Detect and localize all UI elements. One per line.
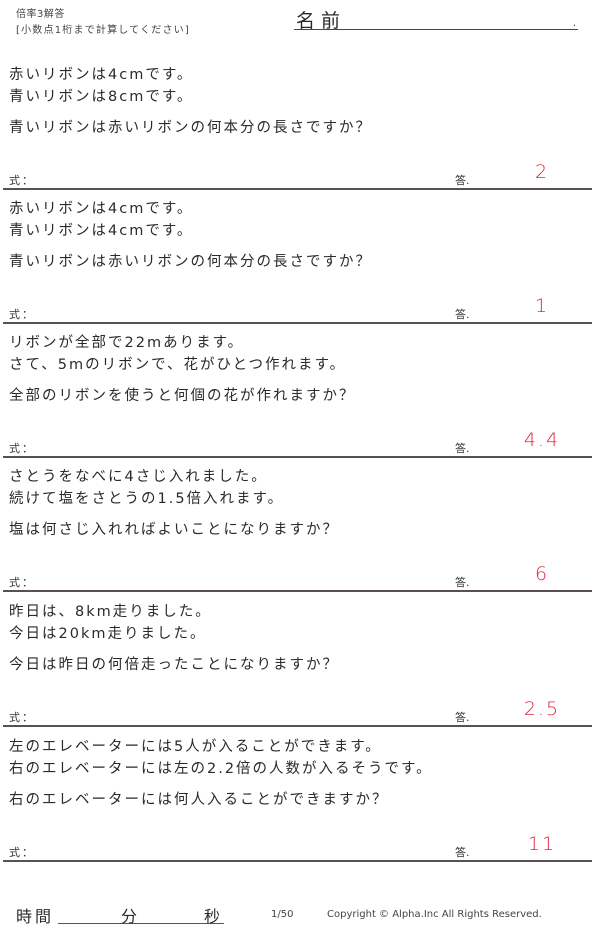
- answer-label: 答.: [455, 711, 470, 724]
- problem-3: リボンが全部で22mあります。 さて、5mのリボンで、花がひとつ作れます。 全部…: [0, 325, 600, 460]
- problem-statement-line-1: さとうをなべに4さじ入れました。: [9, 469, 268, 485]
- formula-label: 式：: [9, 576, 35, 589]
- answer-value[interactable]: 2.5: [523, 698, 561, 720]
- problem-statement-line-2: 今日は20km走りました。: [9, 626, 207, 642]
- formula-label: 式：: [9, 711, 35, 724]
- problem-statement-line-2: 青いリボンは4cmです。: [9, 223, 194, 239]
- formula-label: 式：: [9, 442, 35, 455]
- worksheet-title: 倍率3解答: [16, 9, 65, 20]
- answer-label: 答.: [455, 576, 470, 589]
- name-field[interactable]: 名前 .: [294, 6, 578, 32]
- problem-question: 全部のリボンを使うと何個の花が作れますか？: [9, 388, 356, 404]
- time-label: 時間: [16, 907, 55, 926]
- answer-rule: [3, 188, 592, 190]
- problem-5: 昨日は、8km走りました。 今日は20km走りました。 今日は昨日の何倍走ったこ…: [0, 594, 600, 729]
- name-label: 名前: [296, 10, 347, 32]
- seconds-label: 秒: [204, 907, 221, 926]
- answer-rule: [3, 725, 592, 727]
- answer-value[interactable]: 6: [534, 563, 550, 585]
- problem-statement-line-1: 赤いリボンは4cmです。: [9, 201, 194, 217]
- problem-question: 青いリボンは赤いリボンの何本分の長さですか？: [9, 120, 372, 136]
- minutes-label: 分: [121, 907, 138, 926]
- answer-value[interactable]: 1: [534, 295, 550, 317]
- worksheet-header: 倍率3解答 [小数点1桁まで計算してください] 名前 .: [0, 0, 600, 56]
- problem-statement-line-1: 赤いリボンは4cmです。: [9, 67, 194, 83]
- answer-value[interactable]: 4.4: [523, 429, 561, 451]
- answer-label: 答.: [455, 846, 470, 859]
- problem-statement-line-1: 左のエレベーターには5人が入ることができます。: [9, 739, 382, 755]
- problem-2: 赤いリボンは4cmです。 青いリボンは4cmです。 青いリボンは赤いリボンの何本…: [0, 191, 600, 326]
- answer-label: 答.: [455, 308, 470, 321]
- problem-question: 塩は何さじ入れればよいことになりますか？: [9, 522, 339, 538]
- formula-label: 式：: [9, 846, 35, 859]
- answer-value[interactable]: 2: [534, 161, 550, 183]
- problem-6: 左のエレベーターには5人が入ることができます。 右のエレベーターには左の2.2倍…: [0, 729, 600, 864]
- problem-1: 赤いリボンは4cmです。 青いリボンは8cmです。 青いリボンは赤いリボンの何本…: [0, 57, 600, 192]
- problem-statement-line-2: 右のエレベーターには左の2.2倍の人数が入るそうです。: [9, 761, 433, 777]
- problem-4: さとうをなべに4さじ入れました。 続けて塩をさとうの1.5倍入れます。 塩は何さ…: [0, 459, 600, 594]
- problem-statement-line-1: 昨日は、8km走りました。: [9, 604, 212, 620]
- answer-label: 答.: [455, 174, 470, 187]
- answer-value[interactable]: 11: [527, 833, 557, 855]
- problem-statement-line-2: 続けて塩をさとうの1.5倍入れます。: [9, 491, 285, 507]
- problem-question: 右のエレベーターには何人入ることができますか？: [9, 792, 389, 808]
- problem-statement-line-2: さて、5mのリボンで、花がひとつ作れます。: [9, 357, 347, 373]
- problem-question: 青いリボンは赤いリボンの何本分の長さですか？: [9, 254, 372, 270]
- time-field[interactable]: [58, 903, 224, 924]
- answer-rule: [3, 590, 592, 592]
- problem-statement-line-1: リボンが全部で22mあります。: [9, 335, 245, 351]
- worksheet-footer: 時間 分 秒 1/50 Copyright © Alpha.Inc All Ri…: [0, 895, 600, 929]
- name-field-end-dot: .: [572, 18, 576, 29]
- answer-label: 答.: [455, 442, 470, 455]
- formula-label: 式：: [9, 174, 35, 187]
- answer-rule: [3, 456, 592, 458]
- problem-statement-line-2: 青いリボンは8cmです。: [9, 89, 194, 105]
- formula-label: 式：: [9, 308, 35, 321]
- worksheet-instructions: [小数点1桁まで計算してください]: [16, 25, 190, 36]
- page-number: 1/50: [271, 909, 294, 920]
- answer-rule: [3, 322, 592, 324]
- copyright-notice: Copyright © Alpha.Inc All Rights Reserve…: [327, 909, 542, 920]
- problem-question: 今日は昨日の何倍走ったことになりますか？: [9, 657, 339, 673]
- answer-rule: [3, 860, 592, 862]
